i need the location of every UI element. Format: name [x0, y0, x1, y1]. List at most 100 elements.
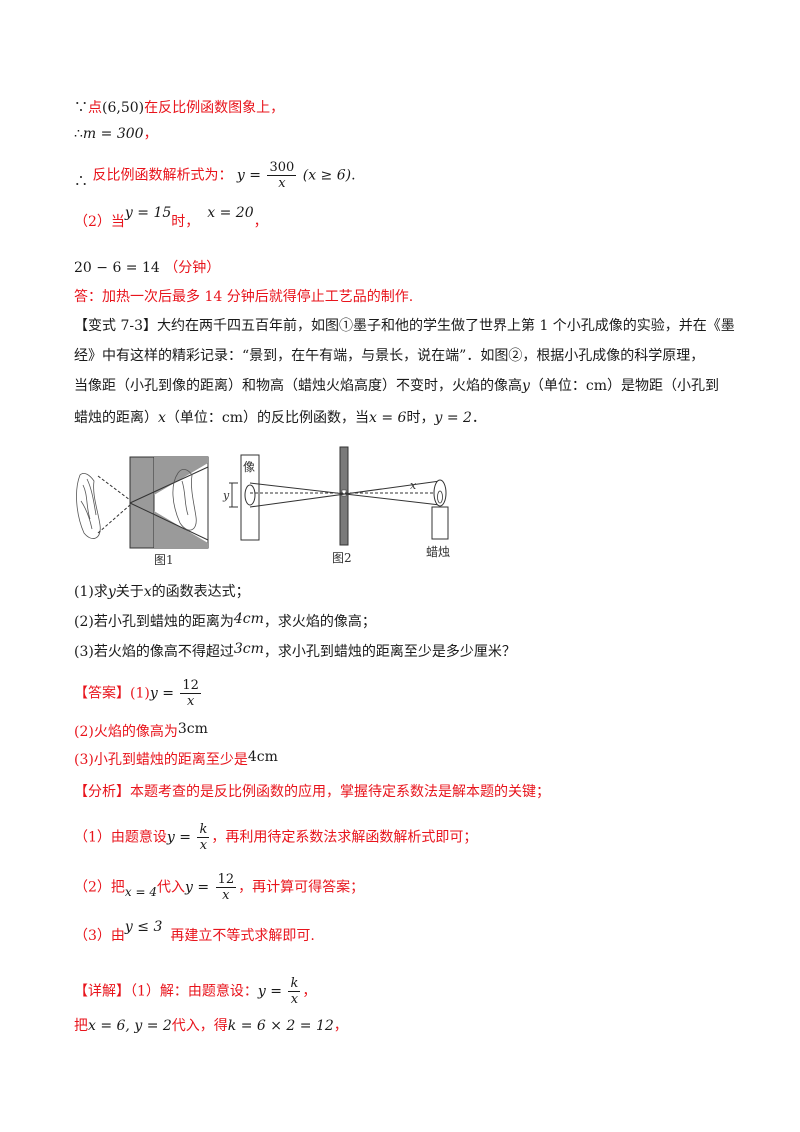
problem-text-4d: ．: [471, 410, 486, 426]
analytic-prefix: 反比例函数解析式为：: [92, 167, 233, 184]
q3-text-a: (3)若火焰的像高不得超过: [74, 644, 234, 660]
answer-2-text: (2)火焰的像高为: [74, 724, 178, 740]
image-label: 像: [243, 460, 255, 474]
problem-line-3: 当像距（小孔到像的距离）和物高（蜡烛火焰高度）不变时，火焰的像高y（单位：cm）…: [74, 376, 719, 396]
therefore-symbol: ∴: [74, 173, 88, 190]
time-text: 时，: [171, 214, 200, 230]
step1-denominator: x: [199, 838, 208, 853]
candle-flame-sketch: [76, 473, 101, 539]
ray-bottom-dashed: [97, 504, 131, 534]
step1-label: （1）由题意设: [74, 829, 167, 846]
analytic-y: y =: [236, 167, 261, 184]
detail-tag: 【详解】: [74, 983, 130, 1000]
x-eq-6: x = 6: [369, 410, 407, 426]
step2-x: x = 4: [124, 884, 158, 899]
x-label: x: [410, 479, 417, 492]
ray-top-dashed: [97, 475, 131, 501]
analytic-domain: (x ≥ 6): [302, 167, 352, 184]
q2-text-b: ，求火焰的像高；: [263, 614, 376, 630]
q2-value: 4cm: [233, 611, 264, 627]
problem-text-3a: 当像距（小孔到像的距离）和物高（蜡烛火焰高度）不变时，火焰的像高: [74, 378, 522, 394]
m-value-line: ∴m = 300，: [74, 124, 158, 144]
flame-inner: [437, 490, 443, 504]
step1-numerator: k: [197, 822, 210, 838]
analytic-denominator: x: [278, 176, 286, 191]
point-value: (6,50): [102, 100, 145, 116]
step3-rest: 再建立不等式求解即可.: [170, 928, 315, 944]
answer-2: (2)火焰的像高为3cm: [74, 721, 208, 742]
analysis-intro: 【分析】本题考查的是反比例函数的应用，掌握待定系数法是解本题的关键；: [74, 782, 550, 802]
y-label: y: [222, 489, 230, 502]
problem-text-4a: 蜡烛的距离）: [74, 410, 158, 426]
ray-b: [249, 480, 441, 508]
step2-mid: 代入: [157, 879, 186, 896]
var-x: x: [158, 410, 166, 426]
q2-text-a: (2)若小孔到蜡烛的距离为: [74, 614, 234, 630]
answer-tag: 【答案】: [74, 685, 130, 702]
step2-y: y =: [185, 879, 210, 896]
q3-value: 3cm: [233, 641, 264, 657]
answer-3-value: 4cm: [247, 749, 278, 765]
step3-label: （3）由: [74, 928, 125, 944]
candle-label: 蜡烛: [426, 545, 450, 559]
problem-text-4b: （单位：cm）的反比例函数，当: [165, 410, 370, 426]
point-label: 点: [88, 100, 102, 116]
on-graph-text: 在反比例函数图象上，: [144, 100, 285, 116]
detail-line-2: 把x = 6, y = 2代入，得k = 6 × 2 = 12，: [74, 1016, 348, 1036]
problem-tag: 【变式 7-3】: [74, 318, 157, 334]
answer-3-text: (3)小孔到蜡烛的距离至少是: [74, 752, 248, 768]
question-3: (3)若火焰的像高不得超过3cm，求小孔到蜡烛的距离至少是多少厘米？: [74, 641, 516, 662]
answer-line: 答：加热一次后最多 14 分钟后就得停止工艺品的制作.: [74, 289, 414, 305]
comma: ，: [143, 126, 158, 142]
q3-text-b: ，求小孔到蜡烛的距离至少是多少厘米？: [263, 644, 516, 660]
fig2-caption: 图2: [332, 551, 352, 565]
question-1: (1)求y关于x的函数表达式；: [74, 582, 250, 602]
detail-2-label: 把: [74, 1018, 88, 1034]
inverted-flame: [244, 484, 256, 506]
m-equation: m = 300: [82, 126, 144, 142]
figure-2: 像 y x 图2 蜡烛: [222, 446, 450, 565]
candle-body: [431, 506, 449, 540]
problem-text-3b: （单位：cm）是物距（小孔到: [529, 378, 720, 394]
problem-text-1: 大约在两千四五百年前，如图①墨子和他的学生做了世界上第 1 个小孔成像的实验，并…: [157, 318, 735, 334]
step3-inequality: y ≤ 3: [124, 919, 163, 935]
comma: ，: [253, 214, 268, 230]
fig1-caption: 图1: [154, 553, 174, 565]
inverted-image-sketch: [172, 469, 197, 531]
q1-text-c: 的函数表达式；: [151, 584, 250, 600]
answer-1-denominator: x: [186, 694, 195, 709]
therefore-symbol: ∴: [74, 126, 83, 142]
detail-1-denominator: x: [290, 992, 299, 1007]
y-eq-15: y = 15: [124, 205, 172, 221]
detail-1-y: y =: [257, 983, 283, 1000]
q1-var-x: x: [143, 584, 152, 600]
answer-1-numerator: 12: [180, 678, 201, 694]
step1-y: y =: [166, 829, 192, 846]
period: .: [351, 167, 356, 184]
part2-line: （2）当y = 15时，x = 20，: [74, 205, 268, 232]
detail-2-values: x = 6, y = 2: [88, 1018, 172, 1034]
answer-1-label: (1): [130, 685, 150, 702]
detail-1-label: （1）解：由题意设：: [130, 983, 258, 1000]
part2-label: （2）当: [74, 214, 125, 230]
analytic-numerator: 300: [267, 160, 297, 176]
because-symbol: ∵: [74, 100, 88, 116]
ray-1: [129, 466, 209, 504]
step1-rest: ，再利用待定系数法求解函数解析式即可；: [211, 829, 478, 846]
detail-2-calc: k = 6 × 2 = 12: [227, 1018, 334, 1034]
problem-line-4: 蜡烛的距离）x（单位：cm）的反比例函数，当x = 6时，y = 2．: [74, 408, 486, 428]
detail-1-numerator: k: [288, 976, 301, 992]
answer-1-y: y =: [149, 685, 174, 702]
ray-2: [129, 502, 209, 541]
analysis-step-3: （3）由y ≤ 3 再建立不等式求解即可.: [74, 919, 315, 946]
detail-2-mid: 代入，得: [171, 1018, 228, 1034]
pinhole-figure: 图1 像 y x 图2 蜡烛: [76, 446, 450, 565]
